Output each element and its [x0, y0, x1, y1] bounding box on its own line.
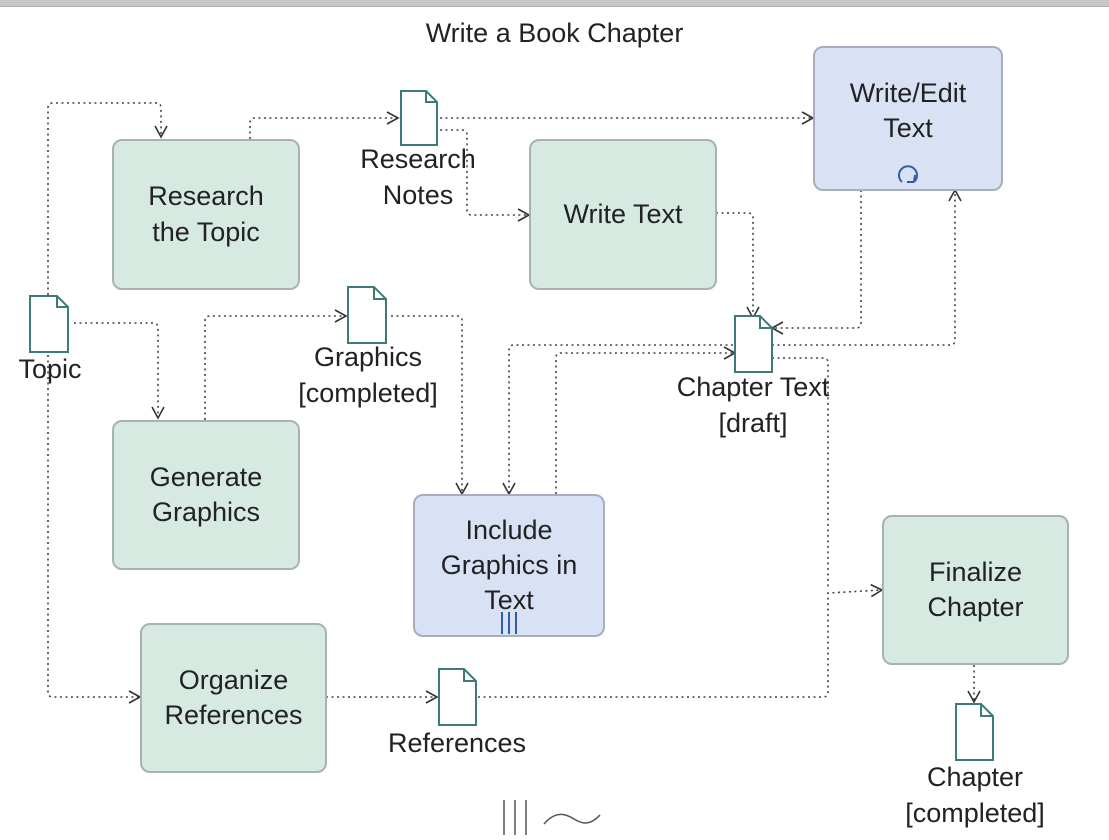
flow-draft-to-finalize	[772, 357, 829, 590]
loop-icon	[898, 165, 918, 183]
topic-data-icon	[29, 295, 69, 353]
chapter-draft-data-icon	[734, 315, 773, 373]
task-research-topic-label: Research the Topic	[148, 181, 264, 247]
task-organize-references-label: Organize References	[164, 664, 303, 730]
task-research-topic[interactable]: Research the Topic	[112, 139, 300, 290]
flow-topic-to-research	[47, 102, 168, 295]
diagram-multi-instance-icon	[503, 800, 527, 835]
task-include-graphics-label: Include Graphics in Text	[440, 514, 578, 616]
graphics-label: Graphics [completed]	[298, 342, 438, 408]
flow-references-to-finalize	[478, 583, 884, 698]
flow-notes-to-writetext	[440, 129, 531, 222]
flow-draft-to-include	[502, 344, 733, 496]
references-data-icon	[438, 668, 477, 726]
task-write-text[interactable]: Write Text	[529, 139, 717, 290]
flow-writeedit-to-draft	[770, 190, 862, 335]
task-finalize-chapter[interactable]: Finalize Chapter	[882, 515, 1069, 665]
flow-topic-to-generate	[74, 322, 165, 420]
graphics-data-icon	[347, 286, 387, 344]
flow-topic-to-organize	[47, 355, 142, 704]
task-generate-graphics[interactable]: Generate Graphics	[112, 420, 300, 570]
flow-research-to-notes	[249, 111, 400, 139]
task-write-text-label: Write Text	[563, 198, 683, 229]
diagram-title: Write a Book Chapter	[425, 18, 684, 48]
flow-draft-to-writeedit	[772, 188, 962, 346]
flow-include-to-draft	[555, 346, 737, 494]
chapter-draft-label: Chapter Text [draft]	[676, 372, 830, 438]
flow-writetext-to-draft	[716, 212, 760, 320]
research-notes-data-icon	[400, 90, 438, 146]
task-finalize-chapter-label: Finalize Chapter	[927, 556, 1024, 622]
top-border	[0, 0, 1109, 7]
chapter-completed-data-icon	[955, 703, 994, 761]
task-organize-references[interactable]: Organize References	[140, 623, 327, 773]
topic-label: Topic	[18, 354, 82, 384]
task-generate-graphics-label: Generate Graphics	[149, 461, 263, 527]
task-write-edit-text-label: Write/Edit Text	[849, 78, 967, 144]
research-notes-label: Research Notes	[360, 144, 476, 210]
flow-graphics-to-include	[391, 315, 469, 496]
chapter-completed-label: Chapter [completed]	[905, 762, 1045, 828]
flow-generate-to-graphics	[204, 309, 348, 420]
parallel-multi-instance-icon	[501, 612, 517, 634]
diagram-ad-hoc-icon	[543, 813, 601, 825]
references-label: References	[387, 728, 527, 758]
